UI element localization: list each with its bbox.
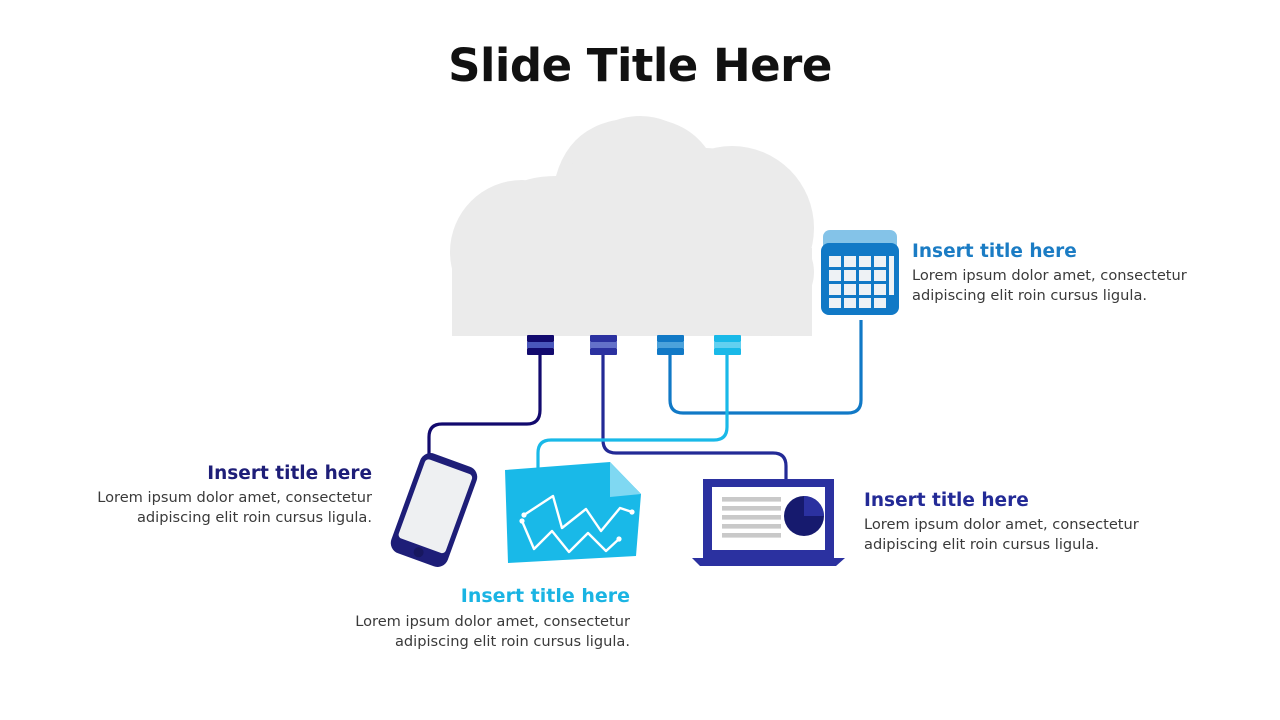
connector-phone-path [427,352,542,470]
node-title-laptop: Insert title here [864,490,1029,511]
node-title-calendar: Insert title here [912,241,1077,262]
cloud-icon [450,116,814,336]
connector-document-path [536,352,729,478]
node-text-calendar: Insert title here Lorem ipsum dolor amet… [912,240,1202,306]
page-title: Slide Title Here [448,39,832,92]
node-body-calendar: Lorem ipsum dolor amet, consectetur adip… [912,267,1187,305]
connector-laptop-path [601,352,788,484]
node-body-laptop: Lorem ipsum dolor amet, consectetur adip… [864,516,1139,554]
calendar-icon [821,230,899,315]
node-body-document: Lorem ipsum dolor amet, consectetur adip… [355,612,630,650]
connector-calendar-path [668,320,863,415]
chart-document-icon [505,462,641,563]
node-title-document: Insert title here [460,585,630,607]
node-text-document: Insert title here Lorem ipsum dolor amet… [330,585,630,652]
node-title-phone: Insert title here [207,463,372,484]
node-text-laptop: Insert title here Lorem ipsum dolor amet… [864,489,1164,555]
node-body-phone: Lorem ipsum dolor amet, consectetur adip… [97,489,372,527]
connector-block-3 [657,335,684,355]
laptop-icon [692,479,845,566]
connector-block-2 [590,335,617,355]
node-text-phone: Insert title here Lorem ipsum dolor amet… [78,462,372,528]
smartphone-icon [390,453,478,567]
connector-block-1 [527,335,554,355]
connector-block-4 [714,335,741,355]
